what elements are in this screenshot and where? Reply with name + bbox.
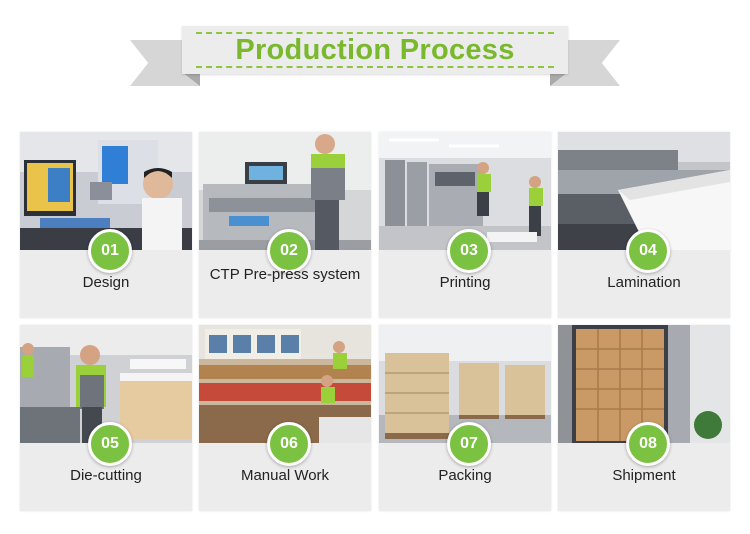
step-card-ctp-pre-press: 02 CTP Pre-press system (199, 132, 371, 318)
step-label: Packing (438, 467, 492, 484)
step-number-badge: 03 (447, 229, 491, 273)
step-label: Design (82, 274, 130, 291)
step-card-design: 01 Design (20, 132, 192, 318)
step-number-badge: 07 (447, 422, 491, 466)
step-label: Die-cutting (70, 467, 142, 484)
step-number-badge: 02 (267, 229, 311, 273)
lamination-photo (558, 132, 730, 250)
step-card-die-cutting: 05 Die-cutting (20, 325, 192, 511)
die-cutting-photo (20, 325, 192, 443)
step-number-badge: 08 (626, 422, 670, 466)
design-workstation-icon (20, 132, 192, 250)
step-number-badge: 01 (88, 229, 132, 273)
step-card-lamination: 04 Lamination (558, 132, 730, 318)
ribbon-dash-top (196, 32, 554, 34)
manual-work-photo (199, 325, 371, 443)
step-card-shipment: 08 Shipment (558, 325, 730, 511)
step-label: Printing (439, 274, 491, 291)
step-card-packing: 07 Packing (379, 325, 551, 511)
step-number-badge: 05 (88, 422, 132, 466)
step-label: CTP Pre-press system (209, 266, 361, 283)
step-card-manual-work: 06 Manual Work (199, 325, 371, 511)
ribbon-main: Production Process (182, 26, 568, 74)
laminator-icon (558, 132, 730, 250)
title-banner: Production Process (0, 0, 750, 110)
step-card-printing: 03 Printing (379, 132, 551, 318)
step-number-badge: 04 (626, 229, 670, 273)
ribbon-dash-bottom (196, 66, 554, 68)
step-label: Shipment (612, 467, 676, 484)
design-photo (20, 132, 192, 250)
step-number-badge: 06 (267, 422, 311, 466)
die-cutter-icon (20, 325, 192, 443)
step-label: Manual Work (240, 467, 330, 484)
step-label: Lamination (607, 274, 681, 291)
page-title: Production Process (235, 34, 515, 66)
